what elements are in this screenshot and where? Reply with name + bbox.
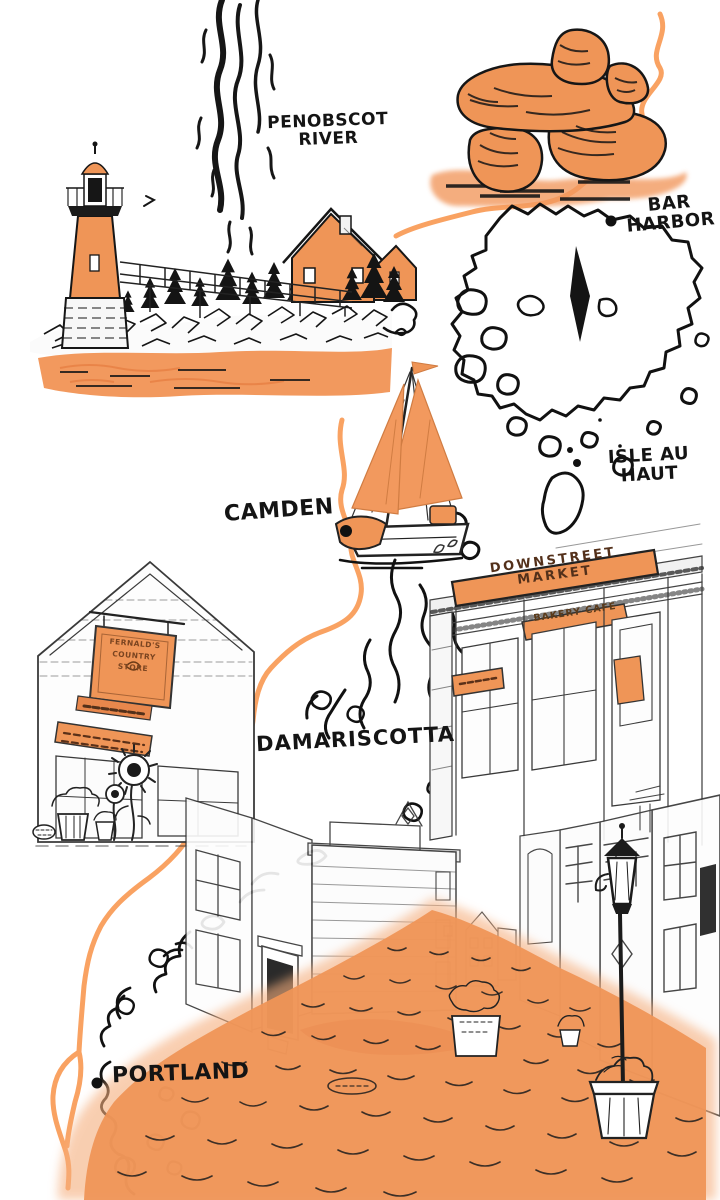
foresail	[351, 383, 405, 515]
label-isle-au-haut: ISLE AU HAUT	[607, 442, 690, 487]
bird-mark	[143, 195, 157, 207]
isle-au-haut-marker-dot	[573, 459, 581, 467]
flower-pot	[557, 1015, 585, 1047]
place-markers	[91, 215, 617, 1089]
cairn-illustration	[430, 28, 687, 207]
orange-board	[613, 655, 645, 705]
country-store-sign-text: FERNALD'S COUNTRY STORE	[109, 636, 162, 674]
cairn-hatching	[467, 44, 638, 168]
bar-harbor-marker-dot	[605, 215, 617, 227]
curb-planter	[448, 979, 501, 1057]
camden-marker-dot	[340, 525, 352, 537]
country-store-illustration	[32, 560, 255, 847]
market-storefront-illustration	[429, 523, 705, 846]
pennant-flag	[411, 361, 439, 375]
street-scene-illustration	[58, 785, 720, 1200]
footbridge	[119, 261, 353, 330]
sunflowers	[105, 744, 158, 841]
potted-plants	[32, 786, 247, 847]
label-penobscot-river: PENOBSCOT RIVER	[266, 108, 389, 151]
dory	[334, 515, 388, 550]
lighthouse-tower	[60, 141, 130, 349]
lighthouse-illustration	[30, 141, 417, 398]
label-portland: PORTLAND	[111, 1058, 250, 1089]
store-sign-board	[88, 624, 178, 710]
lamp-planter	[588, 1055, 660, 1140]
schooner-illustration	[334, 361, 470, 570]
market-sign-board	[450, 548, 660, 608]
penobscot-river-illustration	[195, 0, 276, 256]
portland-marker-dot	[91, 1077, 103, 1089]
water	[38, 348, 392, 398]
